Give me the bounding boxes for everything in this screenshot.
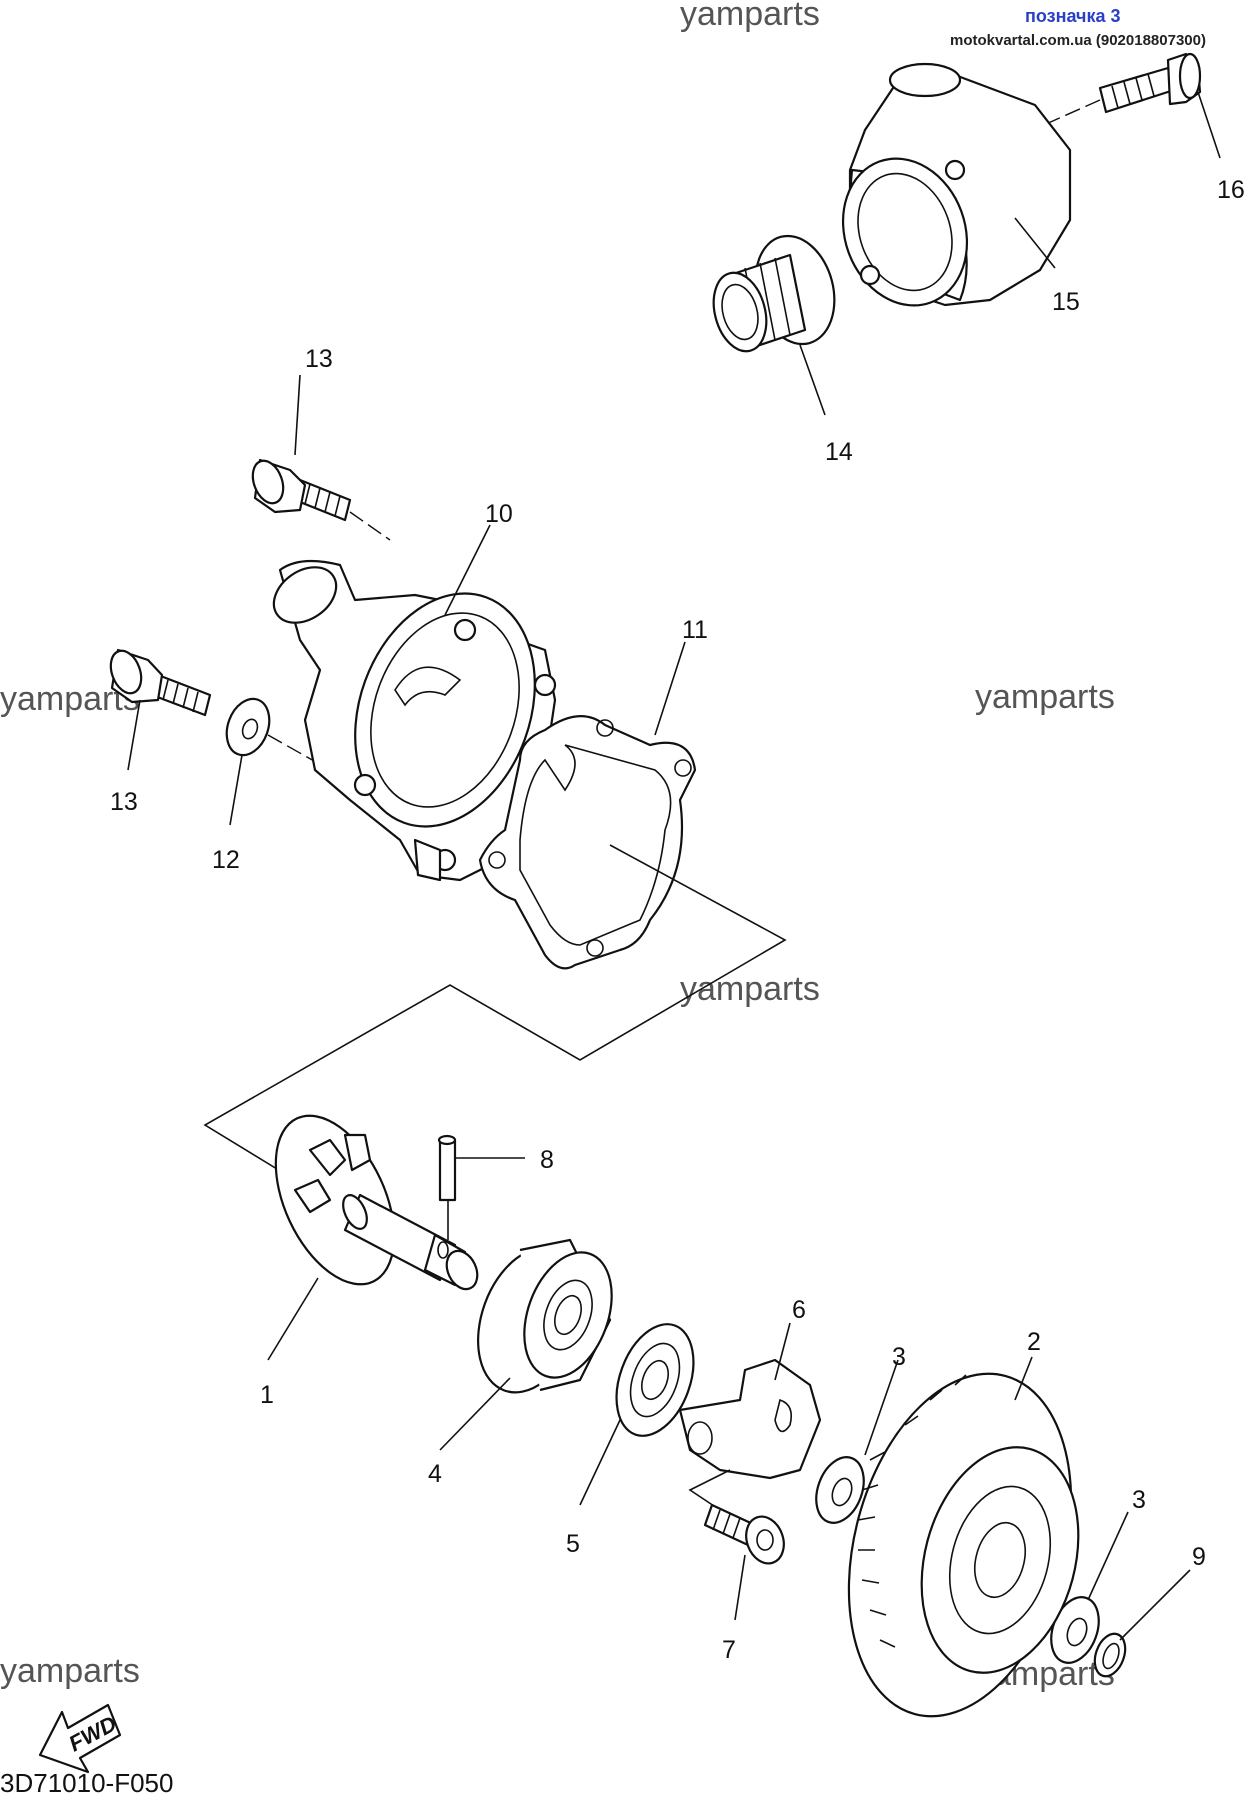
part-13-bolt-left [109,648,212,717]
callout-12: 12 [212,846,240,874]
part-10-pump-housing [272,559,557,882]
callout-6: 6 [792,1296,806,1324]
part-3-washer-upper [815,1456,865,1524]
part-14-thermostat [712,234,836,353]
callout-14: 14 [825,438,853,466]
part-11-gasket [478,715,697,970]
part-12-washer [225,697,271,757]
leader-lines [127,91,1221,1641]
callout-numbers: 1 2 3 3 4 5 6 7 8 9 10 11 12 13 13 14 15… [110,176,1245,1664]
callout-16: 16 [1217,176,1245,204]
part-6-plate [678,1358,822,1480]
part-16-bolt [1098,52,1202,114]
callout-13: 13 [110,788,138,816]
part-5-bearing [615,1323,695,1437]
fwd-arrow-icon: FWD [38,1703,122,1774]
callout-9: 9 [1192,1543,1206,1571]
part-7-screw [703,1503,785,1565]
watermark: yamparts [680,970,820,1008]
callout-7: 7 [722,1636,736,1664]
callout-4: 4 [428,1460,442,1488]
watermark: yamparts [680,0,820,33]
part-9-circlip [1093,1632,1127,1678]
part-15-thermostat-cover [841,62,1072,307]
note-label: позначка 3 [1025,6,1121,26]
part-13-bolt-upper [251,458,352,522]
callout-10: 10 [485,500,513,528]
callout-2: 2 [1027,1328,1041,1356]
part-8-pin [437,1134,457,1240]
watermark: yamparts [0,1652,140,1690]
callout-15: 15 [1052,288,1080,316]
callout-5: 5 [566,1530,580,1558]
part-2-gear [847,1372,1080,1718]
diagram-code: 3D71010-F050 [0,1768,173,1798]
callout-3: 3 [892,1343,906,1371]
source-note: motokvartal.com.ua (902018807300) [950,32,1206,49]
callout-1: 1 [260,1381,274,1409]
callout-13: 13 [305,345,333,373]
callout-11: 11 [682,616,708,644]
watermark: yamparts [975,678,1115,716]
callout-8: 8 [540,1146,554,1174]
part-1-impeller-shaft [274,1114,479,1291]
callout-3: 3 [1132,1486,1146,1514]
part-4-oil-seal [477,1238,613,1394]
